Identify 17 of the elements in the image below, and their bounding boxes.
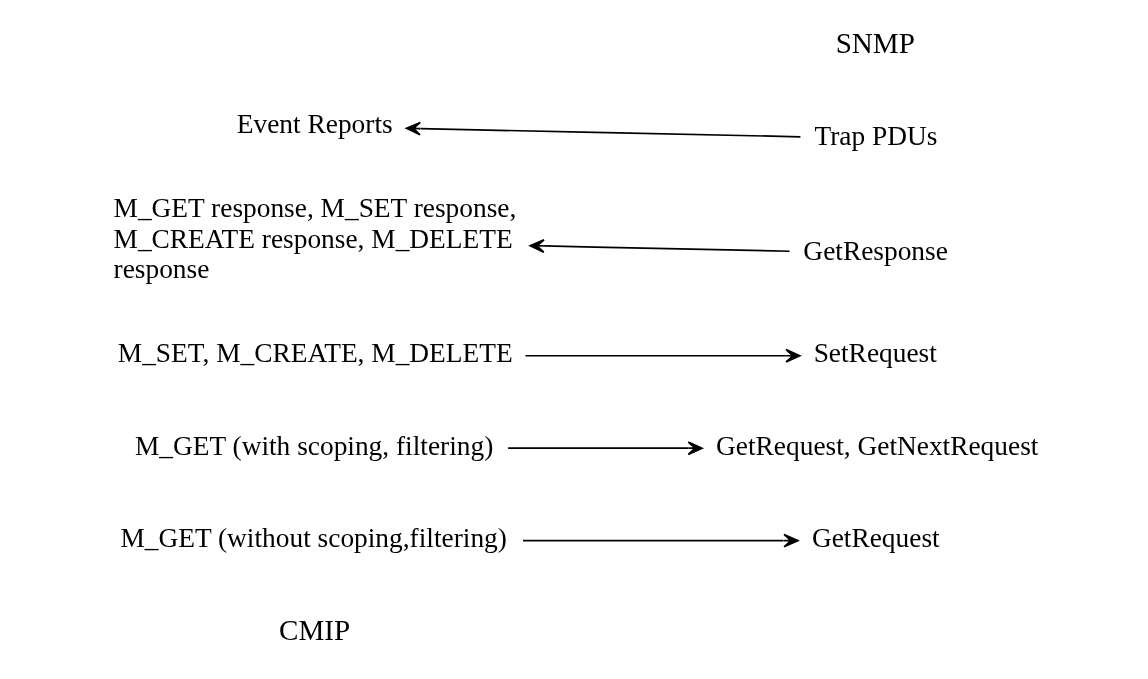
arrow <box>524 348 801 363</box>
node-text: Trap PDUs <box>814 120 938 151</box>
arrow <box>507 441 703 456</box>
node-text: Event Reports <box>236 108 393 139</box>
node-text: GetResponse <box>803 235 948 266</box>
arrow <box>529 238 791 253</box>
node-text: GetRequest, GetNextRequest <box>716 430 1039 461</box>
label: SNMP <box>835 26 915 59</box>
node-text: GetRequest <box>811 523 940 554</box>
arrow <box>522 533 799 548</box>
node-text: M_GET (with scoping, filtering) <box>134 430 494 461</box>
node-text: M_SET, M_CREATE, M_DELETE <box>117 338 513 369</box>
node-text: M_GET (without scoping,filtering) <box>120 523 507 554</box>
label: CMIP <box>279 614 351 647</box>
node-text: SetRequest <box>813 338 937 369</box>
node-text: M_GET response, M_SET response, M_CREATE response, M_DELETE response <box>113 192 517 285</box>
arrow <box>405 121 802 138</box>
